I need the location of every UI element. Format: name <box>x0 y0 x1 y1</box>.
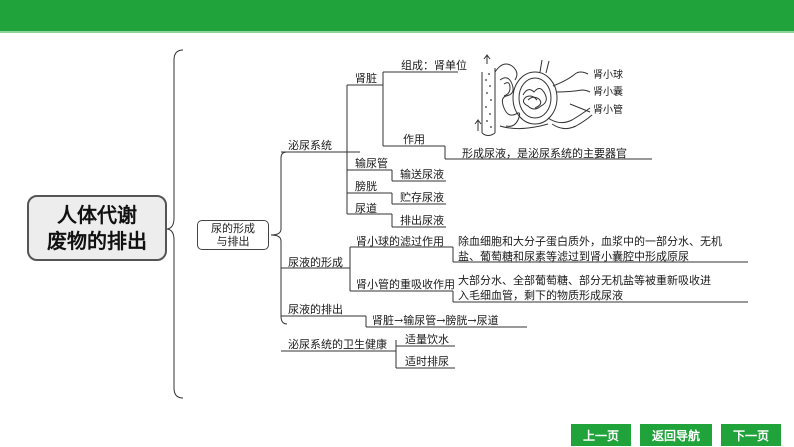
root-topic-line1: 人体代谢 <box>57 203 137 227</box>
text-urethra: 排出尿液 <box>400 214 444 227</box>
text-bladder: 贮存尿液 <box>400 191 444 204</box>
node-kidney-composition: 组成：肾单位 <box>401 59 467 72</box>
node-urethra: 尿道 <box>355 202 377 215</box>
root-topic: 人体代谢 废物的排出 <box>27 195 167 261</box>
root-topic-line2: 废物的排出 <box>47 229 147 253</box>
node-kidney: 肾脏 <box>355 72 377 85</box>
figure-label-tubule: 肾小管 <box>593 105 623 116</box>
root-brace <box>165 49 184 399</box>
header-divider <box>0 31 794 33</box>
prev-page-button[interactable]: 上一页 <box>571 424 631 446</box>
text-filtration-line2: 盐、葡萄糖和尿素等滤过到肾小囊腔中形成原尿 <box>458 250 689 263</box>
text-filtration: 除血细胞和大分子蛋白质外，血浆中的一部分水、无机 盐、葡萄糖和尿素等滤过到肾小囊… <box>458 234 722 264</box>
hub-brace <box>270 151 288 325</box>
text-reabsorption-line2: 入毛细血管，剩下的物质形成尿液 <box>458 289 623 302</box>
hub-topic-line1: 尿的形成 <box>211 222 255 235</box>
node-filtration: 肾小球的滤过作用 <box>356 235 444 248</box>
node-reabsorption: 肾小管的重吸收作用 <box>356 278 455 291</box>
text-filtration-line1: 除血细胞和大分子蛋白质外，血浆中的一部分水、无机 <box>458 235 722 248</box>
text-ureter: 输送尿液 <box>400 168 444 181</box>
header-bar <box>0 0 794 31</box>
text-reabsorption-line1: 大部分水、全部葡萄糖、部分无机盐等被重新吸收进 <box>458 274 711 287</box>
figure-label-capsule: 肾小囊 <box>593 87 623 98</box>
hub-topic: 尿的形成 与排出 <box>197 220 269 250</box>
text-kidney-function: 形成尿液，是泌尿系统的主要器官 <box>462 147 627 160</box>
text-hygiene-urinate: 适时排尿 <box>405 355 449 368</box>
node-ureter: 输尿管 <box>355 157 388 170</box>
text-hygiene-water: 适量饮水 <box>405 333 449 346</box>
branch-urinary-system: 泌尿系统 <box>288 139 332 152</box>
text-excretion-path: 肾脏→输尿管→膀胱→尿道 <box>372 314 499 327</box>
branch-hygiene: 泌尿系统的卫生健康 <box>288 338 387 351</box>
back-to-nav-button[interactable]: 返回导航 <box>640 424 712 446</box>
branch-urine-excretion: 尿液的排出 <box>288 303 343 316</box>
text-reabsorption: 大部分水、全部葡萄糖、部分无机盐等被重新吸收进 入毛细血管，剩下的物质形成尿液 <box>458 273 711 303</box>
node-kidney-function: 作用 <box>403 133 425 146</box>
node-bladder: 膀胱 <box>355 180 377 193</box>
branch-urine-formation: 尿液的形成 <box>288 256 343 269</box>
figure-label-glomerulus: 肾小球 <box>593 70 623 81</box>
nephron-figure <box>474 54 593 136</box>
hub-topic-line2: 与排出 <box>216 235 250 248</box>
next-page-button[interactable]: 下一页 <box>721 424 781 446</box>
